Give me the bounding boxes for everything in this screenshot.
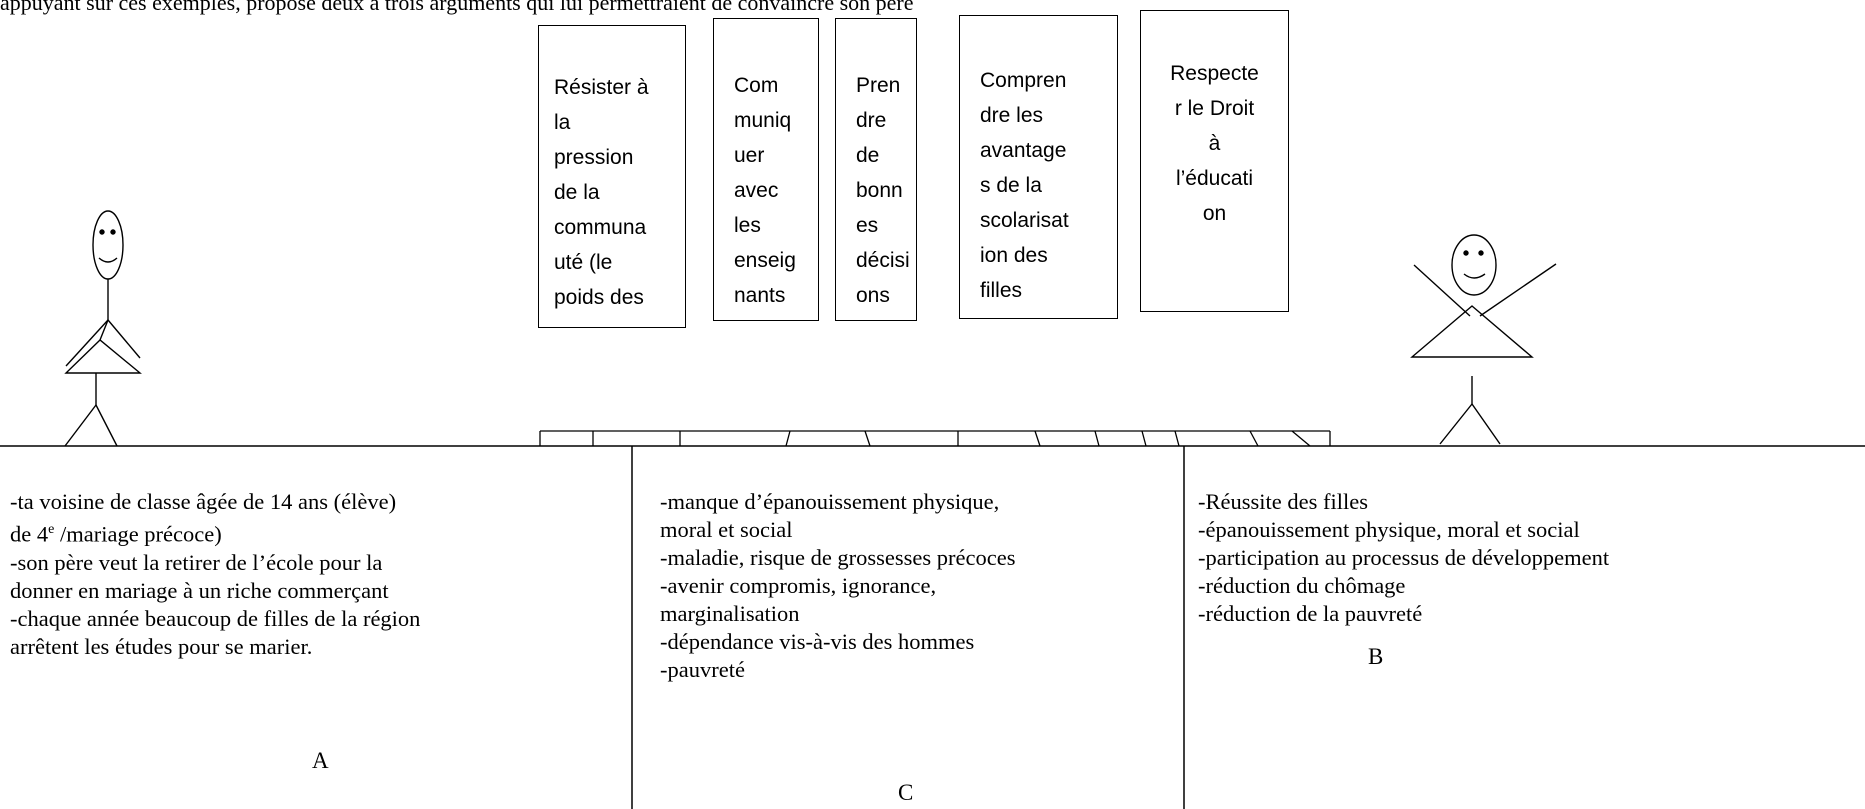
box-text: Résister à la pression de la communa uté… (554, 76, 649, 309)
box-communiquer: Com muniq uer avec les enseig nants (713, 18, 819, 321)
box-text: Respecte r le Droit à l’éducati on (1170, 62, 1259, 225)
column-c-line: -dépendance vis-à-vis des hommes (660, 629, 975, 654)
column-a-line: -chaque année beaucoup de filles de la r… (10, 605, 421, 631)
label-c: C (898, 780, 914, 805)
column-b-line: -réduction du chômage (1198, 573, 1406, 598)
stick-figure-left (64, 210, 142, 447)
column-a-line: -ta voisine de classe âgée de 14 ans (él… (10, 489, 397, 514)
column-c-line: -avenir compromis, ignorance, (660, 573, 937, 598)
column-c-line: -maladie, risque de grossesses précoces (660, 545, 1016, 570)
column-b-line: -réduction de la pauvreté (1198, 601, 1423, 626)
column-a-line: de 4e /mariage précoce) (10, 521, 222, 547)
box-prendre-decisions: Pren dre de bonn es décisi ons (835, 18, 917, 321)
head-left (92, 210, 124, 280)
column-c-line: -pauvreté (660, 657, 745, 682)
column-a-line: -son père veut la retirer de l’école pou… (10, 549, 383, 575)
label-b: B (1368, 644, 1384, 669)
column-c: -manque d’épanouissement physique, moral… (660, 488, 1180, 684)
bridge (539, 430, 1331, 447)
column-a-line: arrêtent les études pour se marier. (10, 633, 313, 659)
column-b: -Réussite des filles -épanouissement phy… (1198, 488, 1858, 628)
column-a-line: donner en mariage à un riche commerçant (10, 577, 389, 603)
column-c-line: moral et social (660, 517, 793, 542)
column-b-line: -épanouissement physique, moral et socia… (1198, 517, 1580, 542)
column-b-line: -participation au processus de développe… (1198, 545, 1610, 570)
box-resister-pression: Résister à la pression de la communa uté… (538, 25, 686, 328)
column-c-line: -manque d’épanouissement physique, (660, 489, 1000, 514)
box-text: Pren dre de bonn es décisi ons (856, 74, 910, 307)
label-a: A (312, 748, 329, 773)
box-comprendre-avantages: Compren dre les avantage s de la scolari… (959, 15, 1118, 319)
head-right (1451, 234, 1497, 296)
header-fragment: appuyant sur ces exemples, propose deux … (0, 0, 914, 15)
box-text: Compren dre les avantage s de la scolari… (980, 69, 1069, 302)
box-respecter-droit: Respecte r le Droit à l’éducati on (1140, 10, 1289, 312)
stick-figure-right (1410, 234, 1557, 445)
column-b-line: -Réussite des filles (1198, 489, 1368, 514)
column-c-line: marginalisation (660, 601, 800, 626)
box-text: Com muniq uer avec les enseig nants (734, 74, 796, 307)
column-a: -ta voisine de classe âgée de 14 ans (él… (10, 488, 620, 661)
